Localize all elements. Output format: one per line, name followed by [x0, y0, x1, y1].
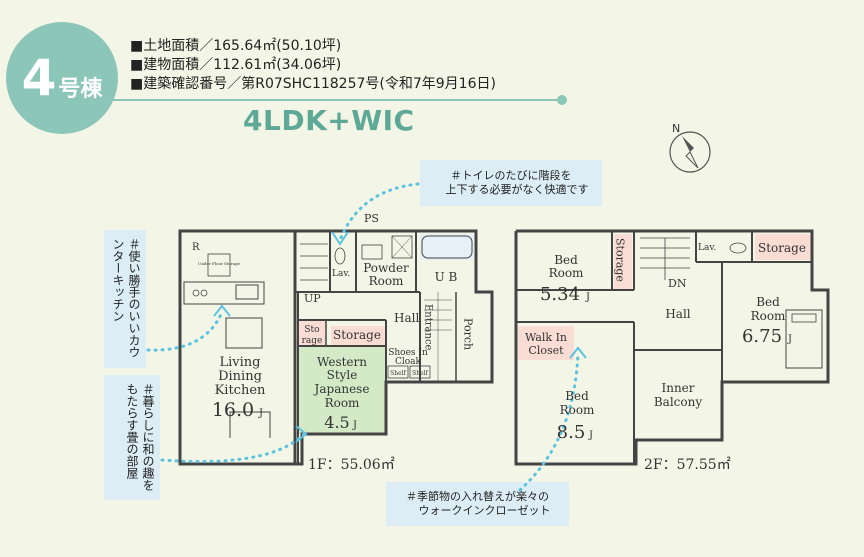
storage-small-label-2: rage — [302, 336, 323, 346]
callout-closet: ＃季節物の入れ替えが楽々の ウォークインクローゼット — [386, 482, 569, 526]
callout-toilet-line2: 上下する必要がなく快適です — [445, 183, 589, 196]
entrance-label: Entrance — [423, 304, 434, 351]
shelf-2-label: Shelf — [412, 370, 428, 377]
wic-label-1: Walk In — [525, 331, 567, 344]
callout-toilet: ＃トイレのたびに階段を 上下する必要がなく快適です — [420, 160, 602, 206]
washitsu-label-4: Room — [325, 396, 360, 410]
callout-closet-line1: ＃季節物の入れ替えが楽々の — [406, 490, 549, 503]
storage-small-label-1: Sto — [304, 325, 319, 335]
wic-label-2: Closet — [528, 344, 564, 357]
powder-room-label-1: Powder — [363, 261, 409, 275]
bedroom-1-label-2: Room — [549, 266, 584, 280]
bedroom-3-size: 8.5 — [557, 422, 586, 443]
refrigerator-label: R — [192, 242, 200, 253]
spec-list: ■土地面積／165.64㎡(50.10坪) ■建物面積／112.61㎡(34.0… — [130, 37, 496, 94]
underfloor-label: Under Floor Storage — [198, 261, 241, 266]
washitsu-label-1: Western — [317, 355, 367, 369]
floor-2-area: 2F：57.55㎡ — [644, 457, 731, 473]
up-label: UP — [304, 292, 321, 305]
ldk-size-unit: J — [258, 408, 263, 419]
compass-label: N — [672, 122, 680, 135]
floor-1-plan — [178, 229, 494, 466]
washitsu-label-3: Japanese — [313, 382, 370, 396]
ldk-label-1: Living — [220, 355, 261, 370]
header-rule-dot — [557, 95, 567, 105]
storage-vertical-label: Storage — [614, 238, 627, 282]
bedroom-1-size: 5.34 — [540, 284, 580, 305]
floor-2-plan — [514, 229, 830, 466]
balcony-label-1: Inner — [661, 381, 694, 395]
floor-1-labels: PS R Under Floor Storage Lav. Powder Roo… — [192, 212, 475, 473]
balcony-label-2: Balcony — [654, 395, 702, 409]
washitsu-size: 4.5 — [324, 413, 349, 432]
lav-label: Lav. — [332, 269, 350, 279]
bedroom-2-label-2: Room — [751, 309, 786, 323]
ldk-label-2: Dining — [218, 369, 262, 384]
ps-label: PS — [364, 212, 379, 225]
callout-closet-line2: ウォークインクローゼット — [418, 504, 551, 517]
storage-1f-label: Storage — [333, 328, 381, 342]
hall-1f-label: Hall — [394, 311, 419, 325]
shoes-cloak-label-1: Shoes In — [388, 348, 428, 358]
ldk-label-3: Kitchen — [215, 383, 266, 398]
hall-2f-label: Hall — [665, 307, 690, 321]
storage-2f-label: Storage — [758, 241, 806, 255]
bedroom-2-size: 6.75 — [742, 326, 782, 347]
bedroom-2-size-unit: J — [787, 334, 792, 345]
porch-label: Porch — [462, 318, 475, 350]
lav-2f-label: Lav. — [698, 243, 716, 253]
callout-washitsu: ＃暮らしに和の趣をもたらす畳の部屋 — [104, 375, 160, 500]
bedroom-1-size-unit: J — [585, 292, 590, 303]
callout-kitchen: ＃使い勝手のいいカウンターキッチン — [104, 230, 146, 368]
building-number-badge: 4 号棟 — [6, 22, 118, 134]
shelf-1-label: Shelf — [390, 370, 406, 377]
bedroom-2-label-1: Bed — [756, 295, 780, 309]
bedroom-3-size-unit: J — [588, 430, 593, 441]
bathroom-label: U B — [435, 270, 458, 284]
bedroom-3-label-2: Room — [560, 403, 595, 417]
callout-toilet-line1: ＃トイレのたびに階段を — [450, 169, 572, 182]
shoes-cloak-label-2: Cloak — [395, 357, 422, 367]
floor-1-area: 1F：55.06㎡ — [308, 457, 395, 473]
dn-label: DN — [668, 277, 687, 290]
ldk-size: 16.0 — [212, 399, 254, 421]
spec-building-area: ■建物面積／112.61㎡(34.06坪) — [130, 57, 342, 73]
layout-type: 4LDK+WIC — [243, 104, 415, 137]
spec-permit-number: ■建築確認番号／第R07SHC118257号(令和7年9月16日) — [130, 76, 496, 92]
callout-arrows — [146, 182, 580, 492]
washitsu-label-2: Style — [327, 368, 358, 382]
powder-room-label-2: Room — [369, 274, 404, 288]
building-number: 4 — [21, 49, 57, 107]
spec-land-area: ■土地面積／165.64㎡(50.10坪) — [130, 38, 342, 54]
washitsu-size-unit: J — [352, 420, 357, 431]
header-rule — [112, 99, 562, 101]
compass-icon: N — [669, 122, 711, 173]
bedroom-1-label-1: Bed — [554, 253, 578, 267]
building-unit: 号棟 — [58, 77, 103, 102]
floor-2-labels: Bed Room 5.34 J Storage DN Lav. Storage … — [525, 238, 806, 473]
bedroom-3-label-1: Bed — [565, 389, 589, 403]
